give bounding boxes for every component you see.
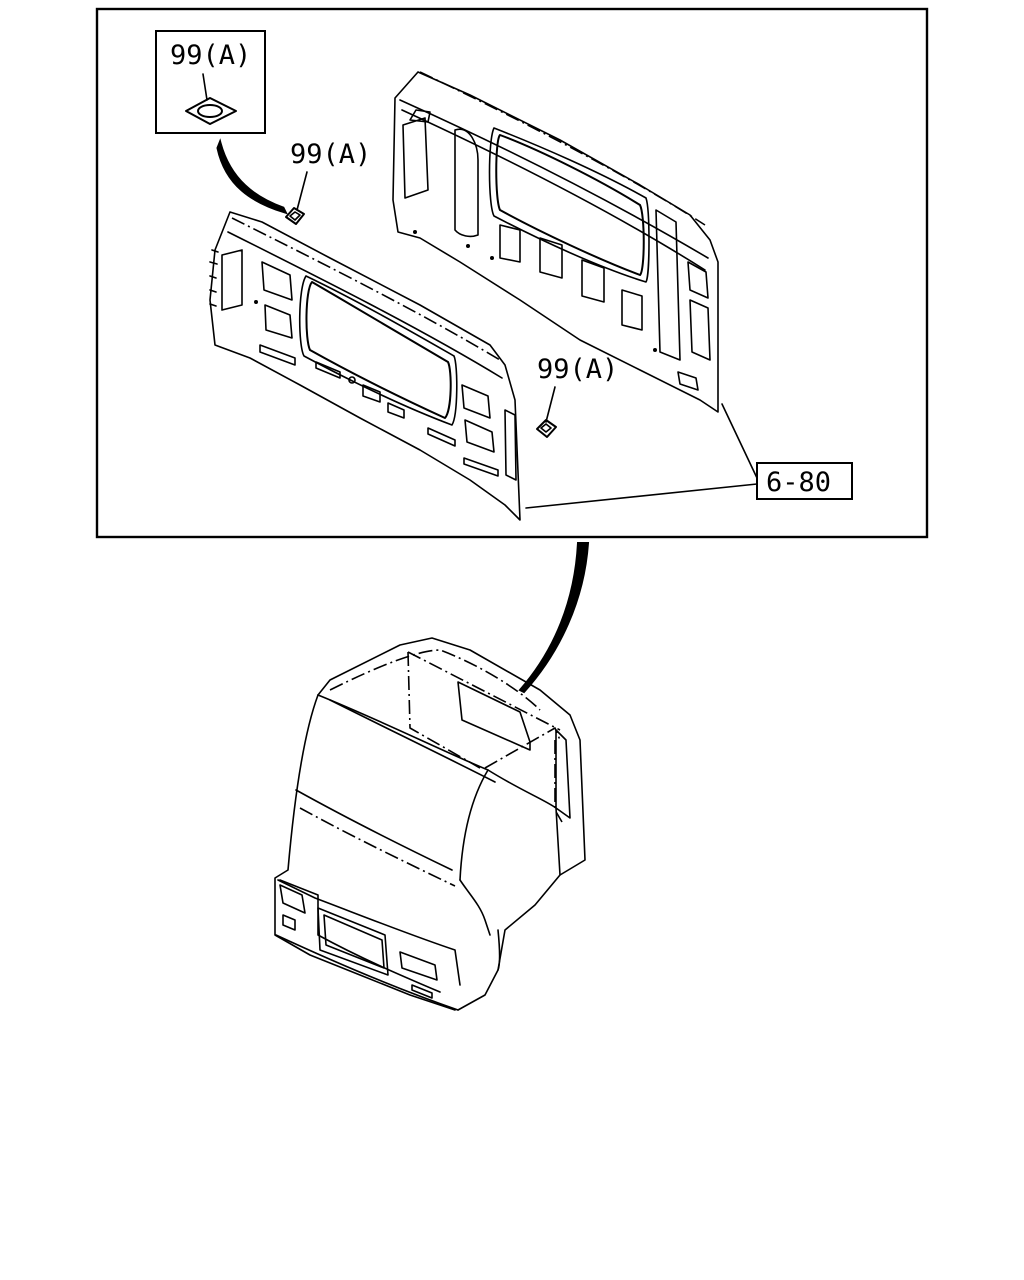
right-patch-callout: 99(A) bbox=[536, 354, 618, 438]
inset-leader-arrow bbox=[216, 138, 288, 215]
back-panel-inner bbox=[209, 211, 521, 521]
inset-box: 99(A) bbox=[155, 30, 266, 134]
right-patch-icon bbox=[536, 419, 557, 438]
right-patch-label: 99(A) bbox=[537, 354, 618, 385]
back-panel-outer bbox=[392, 71, 719, 413]
part-ref-label: 6-80 bbox=[766, 467, 831, 498]
inset-label: 99(A) bbox=[170, 40, 251, 71]
truck-cab bbox=[274, 637, 586, 1011]
part-ref-callout: 6-80 bbox=[525, 403, 853, 509]
left-patch-icon bbox=[285, 207, 305, 225]
left-patch-callout: 99(A) bbox=[285, 139, 371, 225]
patch-symbol-icon bbox=[185, 97, 237, 125]
cab-leader-arrow bbox=[518, 542, 590, 694]
left-patch-label: 99(A) bbox=[290, 139, 371, 170]
detail-frame bbox=[95, 7, 929, 539]
